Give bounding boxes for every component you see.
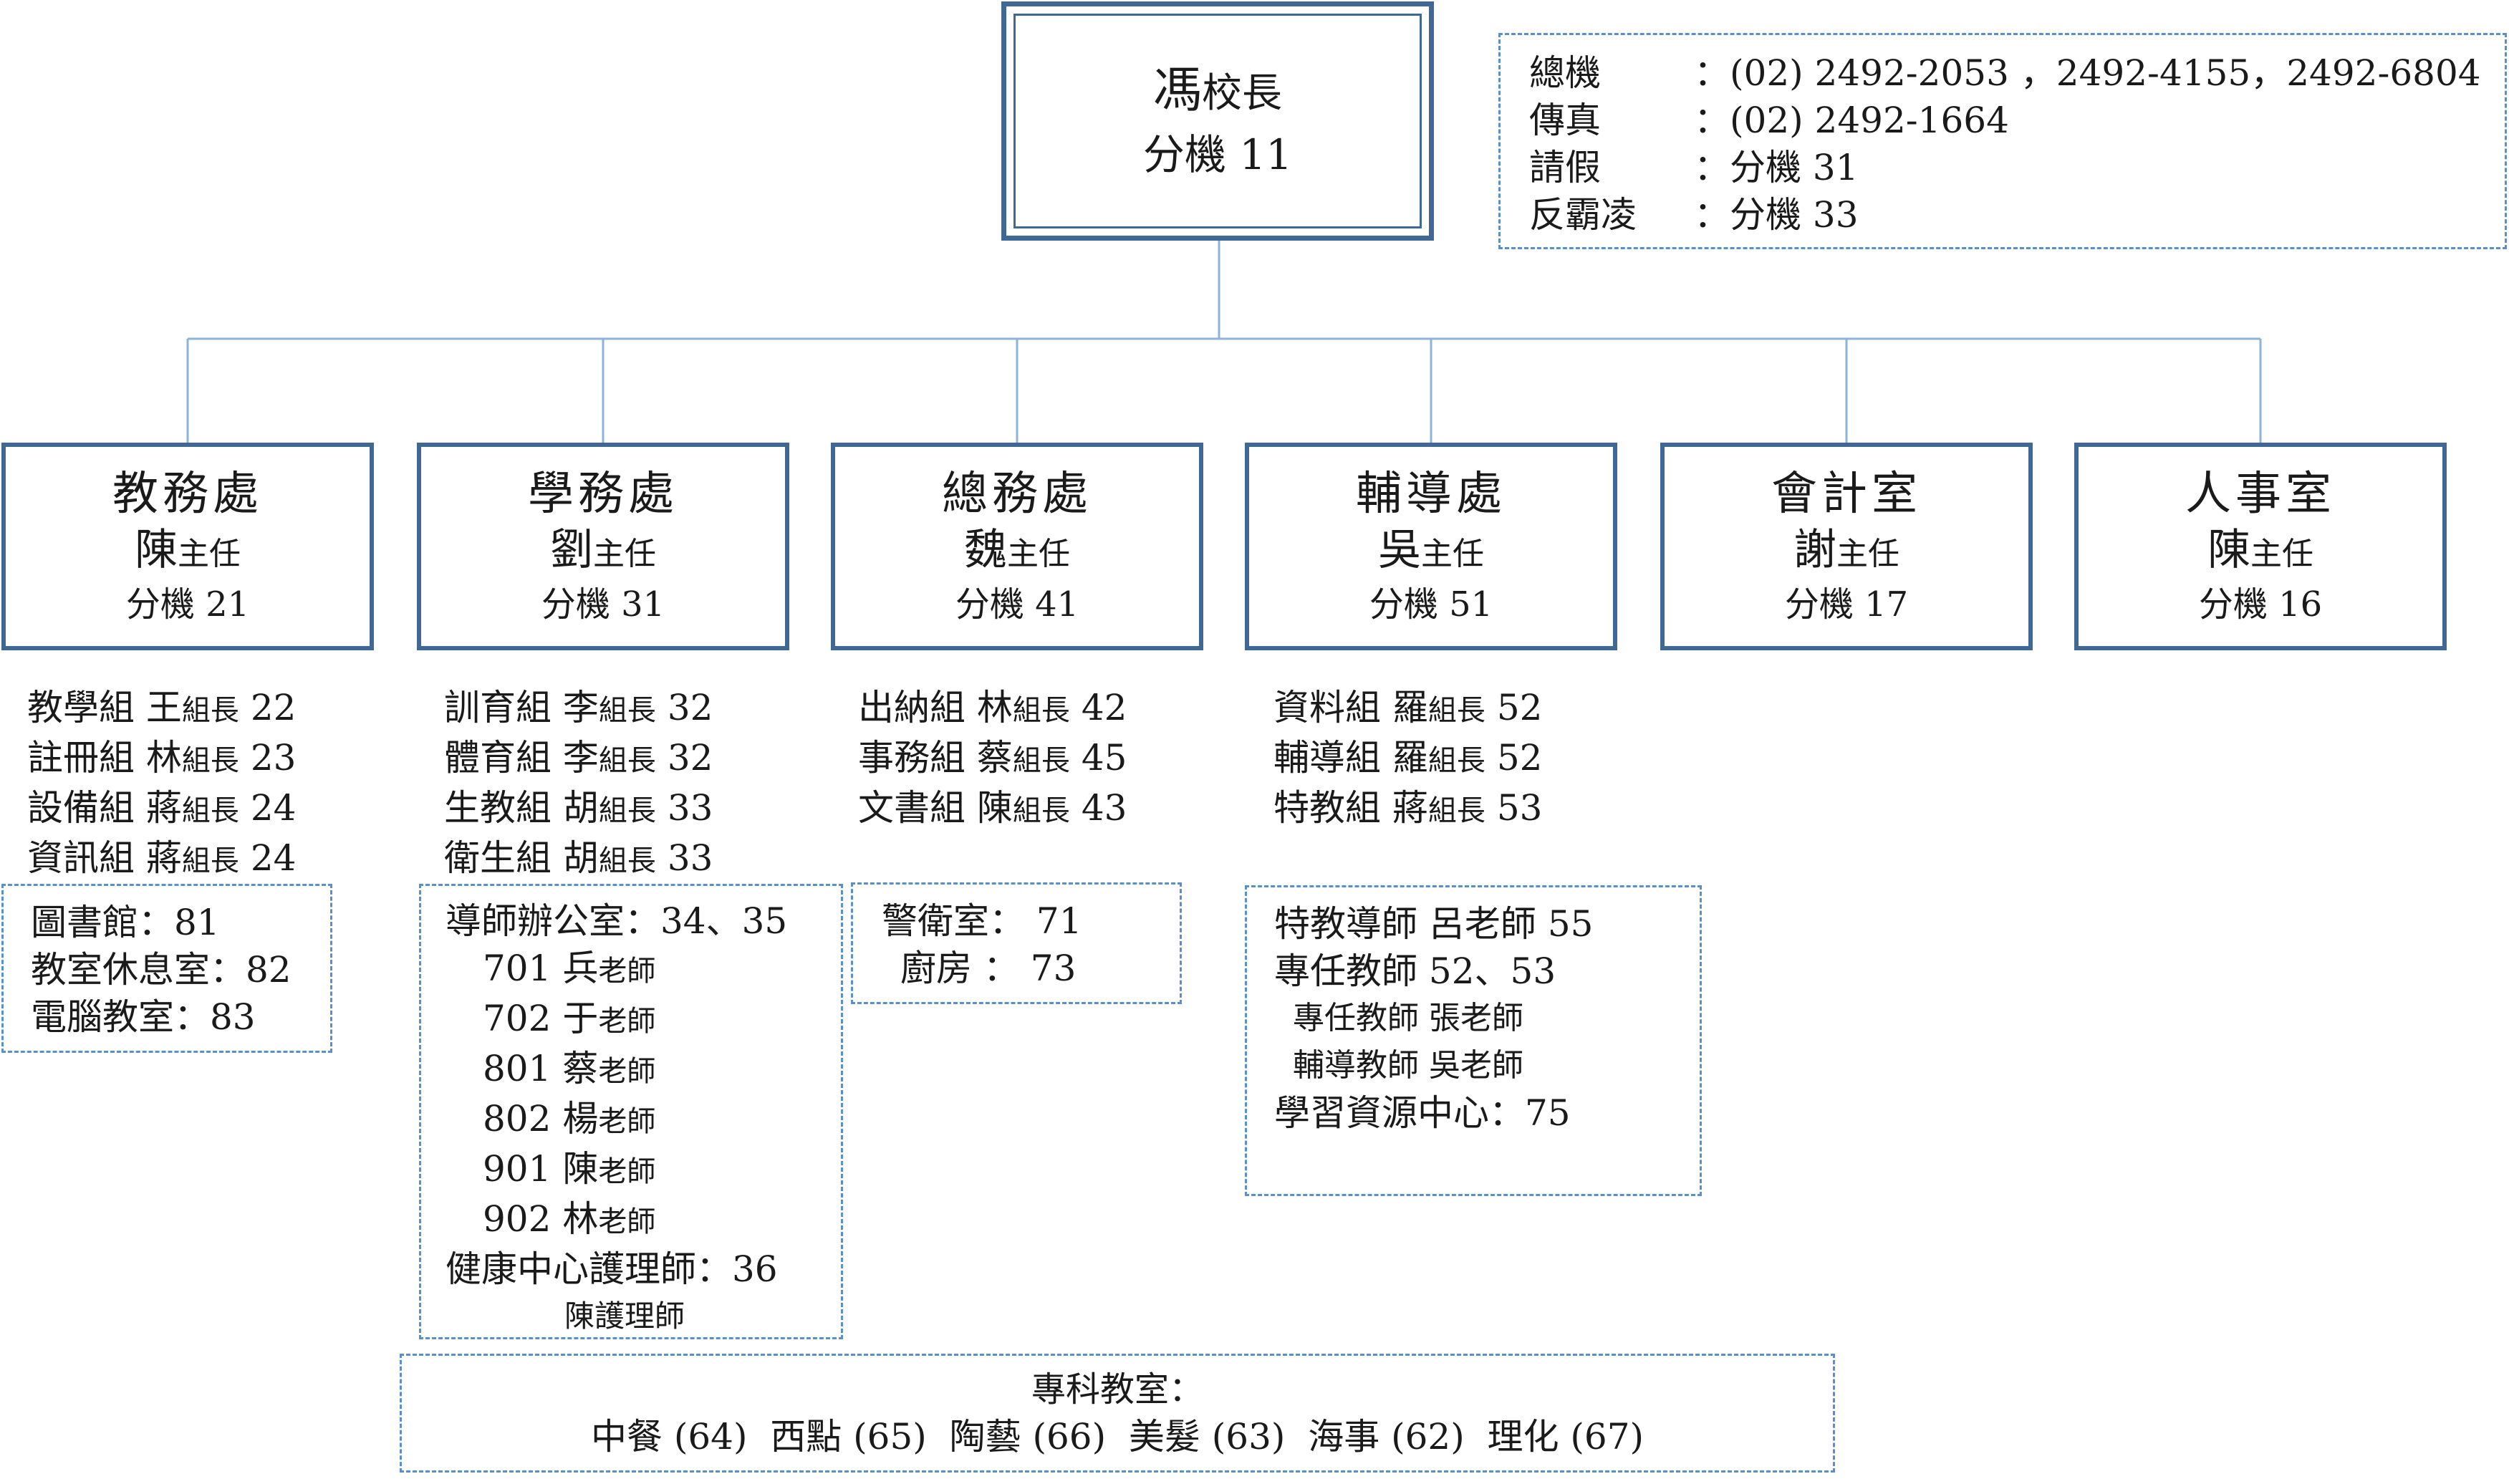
room-row: 電腦教室：83 bbox=[31, 996, 256, 1038]
section-row: 資料組 羅組長 52 bbox=[1273, 687, 1543, 728]
contact-row: 總機：(02) 2492-2053 ，2492-4155，2492-6804 bbox=[1529, 52, 2481, 94]
dept-box-accounting: 會計室 謝主任 分機 17 bbox=[1660, 443, 2033, 650]
section-row: 特教組 蔣組長 53 bbox=[1273, 787, 1543, 829]
dept-box-student: 學務處 劉主任 分機 31 bbox=[417, 443, 789, 650]
dept-name: 學務處 bbox=[528, 468, 678, 521]
teacher-row: 901 陳老師 bbox=[483, 1148, 656, 1190]
special-rooms-title: 專科教室： bbox=[1031, 1369, 1203, 1410]
section-row: 訓育組 李組長 32 bbox=[444, 687, 713, 728]
sections-academic: 教學組 王組長 22 註冊組 林組長 23 設備組 蔣組長 24 資訊組 蔣組長… bbox=[27, 684, 296, 885]
teacher-row: 801 蔡老師 bbox=[483, 1048, 656, 1089]
nurse-row: 陳護理師 bbox=[564, 1298, 685, 1334]
dept-head: 陳主任 bbox=[2207, 525, 2313, 575]
sections-general: 出納組 林組長 42 事務組 蔡組長 45 文書組 陳組長 43 bbox=[858, 684, 1127, 834]
resource-row: 學習資源中心：75 bbox=[1274, 1092, 1571, 1134]
dept-box-personnel: 人事室 陳主任 分機 16 bbox=[2074, 443, 2447, 650]
dept-head: 陳主任 bbox=[135, 525, 241, 575]
contact-row: 請假：分機 31 bbox=[1529, 147, 1859, 188]
contact-row: 反霸凌：分機 33 bbox=[1529, 194, 1859, 236]
room-row: 圖書館：81 bbox=[31, 902, 220, 943]
teacher-row: 802 楊老師 bbox=[483, 1098, 656, 1140]
special-teacher-row: 特教導師 呂老師 55 bbox=[1274, 903, 1594, 945]
section-row: 輔導組 羅組長 52 bbox=[1273, 737, 1543, 779]
office-row: 導師辦公室：34、35 bbox=[446, 900, 788, 942]
dept-name: 輔導處 bbox=[1356, 468, 1506, 521]
dept-name: 教務處 bbox=[112, 468, 263, 521]
dept-head: 魏主任 bbox=[964, 525, 1070, 575]
counseling-staff-box: 特教導師 呂老師 55 專任教師 52、53 專任教師 張老師 輔導教師 吳老師… bbox=[1245, 885, 1702, 1196]
room-row: 教室休息室：82 bbox=[31, 949, 292, 991]
dept-box-academic: 教務處 陳主任 分機 21 bbox=[1, 443, 374, 650]
teacher-row: 701 兵老師 bbox=[483, 948, 656, 989]
dept-head: 謝主任 bbox=[1793, 525, 1899, 575]
principal-box: 馮校長 分機 11 bbox=[1001, 1, 1434, 241]
dept-name: 會計室 bbox=[1771, 468, 1922, 521]
special-rooms-box: 專科教室： 中餐 (64) 西點 (65) 陶藝 (66) 美髮 (63) 海事… bbox=[400, 1354, 1835, 1473]
principal-name-line: 馮校長 bbox=[1153, 59, 1282, 126]
teacher-row: 702 于老師 bbox=[483, 998, 656, 1039]
dept-name: 人事室 bbox=[2185, 468, 2336, 521]
dedicated-row: 專任教師 52、53 bbox=[1274, 950, 1556, 992]
principal-name: 馮 bbox=[1152, 62, 1202, 119]
principal-ext-line: 分機 11 bbox=[1143, 126, 1292, 183]
section-row: 生教組 胡組長 33 bbox=[444, 787, 713, 829]
section-row: 文書組 陳組長 43 bbox=[858, 787, 1127, 829]
section-row: 體育組 李組長 32 bbox=[444, 737, 713, 779]
section-row: 出納組 林組長 42 bbox=[858, 687, 1127, 728]
dept-ext: 分機 31 bbox=[541, 584, 665, 625]
academic-rooms-box: 圖書館：81 教室休息室：82 電腦教室：83 bbox=[1, 884, 332, 1053]
dept-box-general: 總務處 魏主任 分機 41 bbox=[831, 443, 1203, 650]
dept-ext: 分機 21 bbox=[125, 584, 250, 625]
section-row: 設備組 蔣組長 24 bbox=[27, 787, 297, 829]
sections-student: 訓育組 李組長 32 體育組 李組長 32 生教組 胡組長 33 衛生組 胡組長… bbox=[444, 684, 713, 885]
dept-box-counseling: 輔導處 吳主任 分機 51 bbox=[1245, 443, 1617, 650]
sections-counseling: 資料組 羅組長 52 輔導組 羅組長 52 特教組 蔣組長 53 bbox=[1273, 684, 1542, 834]
contact-info-box: 總機：(02) 2492-2053 ，2492-4155，2492-6804 傳… bbox=[1498, 33, 2507, 249]
section-row: 衛生組 胡組長 33 bbox=[444, 837, 713, 879]
dept-name: 總務處 bbox=[942, 468, 1092, 521]
section-row: 教學組 王組長 22 bbox=[27, 687, 297, 728]
dept-ext: 分機 51 bbox=[1369, 584, 1493, 625]
room-row: 廚房 ： 73 bbox=[900, 948, 1077, 989]
section-row: 註冊組 林組長 23 bbox=[27, 737, 297, 779]
section-row: 資訊組 蔣組長 24 bbox=[27, 837, 297, 879]
counselor-sub-row: 輔導教師 吳老師 bbox=[1293, 1047, 1523, 1084]
dedicated-sub-row: 專任教師 張老師 bbox=[1293, 1000, 1523, 1036]
teacher-row: 902 林老師 bbox=[483, 1198, 656, 1240]
dept-ext: 分機 17 bbox=[1784, 584, 1909, 625]
dept-head: 劉主任 bbox=[550, 525, 656, 575]
guard-kitchen-box: 警衛室： 71 廚房 ： 73 bbox=[851, 882, 1182, 1004]
dept-ext: 分機 41 bbox=[955, 584, 1079, 625]
special-rooms-list: 中餐 (64) 西點 (65) 陶藝 (66) 美髮 (63) 海事 (62) … bbox=[590, 1416, 1644, 1458]
homeroom-box: 導師辦公室：34、35 701 兵老師 702 于老師 801 蔡老師 802 … bbox=[419, 884, 843, 1339]
room-row: 警衛室： 71 bbox=[882, 900, 1082, 942]
principal-ext: 11 bbox=[1239, 130, 1293, 179]
contact-row: 傳真：(02) 2492-1664 bbox=[1529, 100, 2009, 141]
dept-ext: 分機 16 bbox=[2198, 584, 2323, 625]
dept-head: 吳主任 bbox=[1378, 525, 1484, 575]
health-row: 健康中心護理師：36 bbox=[446, 1248, 778, 1290]
principal-ext-label: 分機 bbox=[1142, 130, 1226, 179]
principal-title: 校長 bbox=[1202, 70, 1282, 117]
section-row: 事務組 蔡組長 45 bbox=[858, 737, 1127, 779]
